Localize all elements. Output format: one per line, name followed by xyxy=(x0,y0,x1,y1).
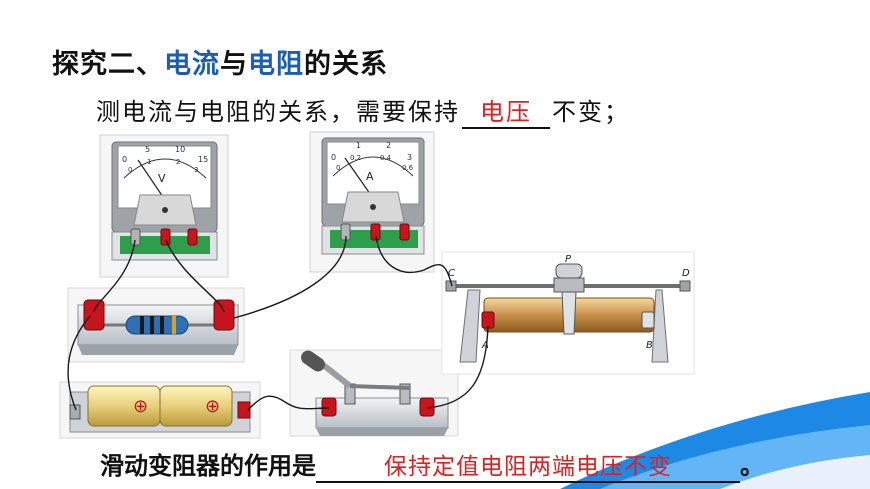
voltmeter-scale-bottom-2: 2 xyxy=(176,158,180,166)
question-1-suffix: 不变； xyxy=(552,98,630,126)
switch-terminal-left xyxy=(321,397,337,417)
wire-switch-to-rheostat xyxy=(426,325,489,409)
rheostat-terminal-a xyxy=(481,311,495,329)
ammeter-terminal-0-6 xyxy=(370,223,381,241)
knife-switch xyxy=(289,349,459,437)
answer-1-text: 电压 xyxy=(480,98,532,126)
voltmeter-scale-bottom-3: 3 xyxy=(194,166,198,174)
rheostat-terminal-d xyxy=(679,280,691,292)
ammeter-needle xyxy=(344,157,374,199)
voltmeter-scale-top-1: 5 xyxy=(145,145,150,154)
rheostat-label-a: A xyxy=(481,340,489,351)
wire-battery-to-switch xyxy=(247,395,330,411)
voltmeter-terminal-3 xyxy=(160,228,171,246)
question-2-prefix: 滑动变阻器的作用是 xyxy=(100,452,316,480)
wire-ammeter-to-rheostat xyxy=(375,235,453,287)
circuit-wires xyxy=(67,235,489,411)
title-keyword-resistance: 电阻 xyxy=(248,49,304,80)
ammeter: 0 1 2 3 0 0.2 0.4 0.6 A xyxy=(309,131,435,273)
answer-blank-1: 电压 xyxy=(462,92,550,129)
wire-voltmeter-to-resistor-right xyxy=(165,239,225,313)
voltmeter-unit: V xyxy=(158,172,166,185)
battery-pack: ⊕ ⊕ xyxy=(59,381,261,439)
answer-blank-2: 保持定值电阻两端电压不变 xyxy=(316,447,740,483)
battery-terminal-pos xyxy=(237,401,251,419)
voltmeter-scale-top-2: 10 xyxy=(175,145,185,154)
question-line-2: 滑动变阻器的作用是 保持定值电阻两端电压不变 。 xyxy=(100,446,764,483)
ammeter-terminal-3 xyxy=(399,223,410,241)
question-line-1: 测电流与电阻的关系，需要保持电压不变； xyxy=(96,92,630,129)
rheostat-label-c: C xyxy=(448,268,455,279)
voltmeter-needle xyxy=(137,159,166,201)
ammeter-scale-bottom-1: 0.2 xyxy=(350,154,361,162)
voltmeter-scale-bottom-1: 1 xyxy=(147,158,151,166)
battery-terminal-neg xyxy=(69,404,81,420)
ammeter-scale-bottom-0: 0 xyxy=(336,164,340,172)
voltmeter-scale-top-0: 0 xyxy=(122,155,127,164)
rheostat-label-p: P xyxy=(565,254,572,265)
voltmeter-neg-terminal xyxy=(130,228,141,246)
wire-ammeter-to-resistor xyxy=(233,235,347,319)
resistor-terminal-right xyxy=(213,299,235,331)
ammeter-unit: A xyxy=(366,170,374,183)
ammeter-scale-top-1: 1 xyxy=(356,141,361,150)
question-2-suffix: 。 xyxy=(740,452,764,480)
battery-plus-sign-1: ⊕ xyxy=(133,396,148,417)
title-part-3: 与 xyxy=(220,49,248,80)
voltmeter-scale-top-3: 15 xyxy=(198,155,208,164)
rheostat-label-d: D xyxy=(682,268,690,279)
fixed-resistor xyxy=(67,287,245,363)
rheostat-slider xyxy=(553,277,585,293)
ammeter-scale-bottom-3: 0.6 xyxy=(402,164,414,172)
switch-blade xyxy=(320,361,352,389)
voltmeter: 0 5 10 15 0 1 2 3 V xyxy=(99,134,229,278)
wire-resistor-to-battery xyxy=(67,315,91,411)
answer-2-text: 保持定值电阻两端电压不变 xyxy=(384,454,672,480)
ammeter-scale-top-0: 0 xyxy=(331,153,336,162)
voltmeter-terminal-15 xyxy=(187,228,198,246)
question-1-prefix: 测电流与电阻的关系，需要保持 xyxy=(96,98,460,126)
resistor-terminal-left xyxy=(83,299,105,331)
battery-cell-1 xyxy=(87,385,161,427)
title-part-5: 的关系 xyxy=(304,49,388,80)
ammeter-scale-top-2: 2 xyxy=(386,141,391,150)
wave-pale xyxy=(720,455,870,489)
slide-title: 探究二、电流与电阻的关系 xyxy=(52,42,388,81)
rheostat-label-b: B xyxy=(646,340,653,351)
switch-handle xyxy=(301,350,325,372)
ammeter-scale-top-3: 3 xyxy=(407,153,412,162)
sliding-rheostat: C D P A B xyxy=(441,251,695,375)
title-part-1: 探究二、 xyxy=(52,49,164,80)
wire-voltmeter-to-resistor-left xyxy=(93,239,136,313)
resistor-body xyxy=(125,315,189,335)
battery-plus-sign-2: ⊕ xyxy=(205,396,220,417)
rheostat-terminal-b xyxy=(641,311,655,329)
battery-cell-2 xyxy=(159,385,233,427)
voltmeter-scale-bottom-0: 0 xyxy=(128,166,132,174)
title-keyword-current: 电流 xyxy=(164,49,220,80)
ammeter-scale-bottom-2: 0.4 xyxy=(380,154,392,162)
